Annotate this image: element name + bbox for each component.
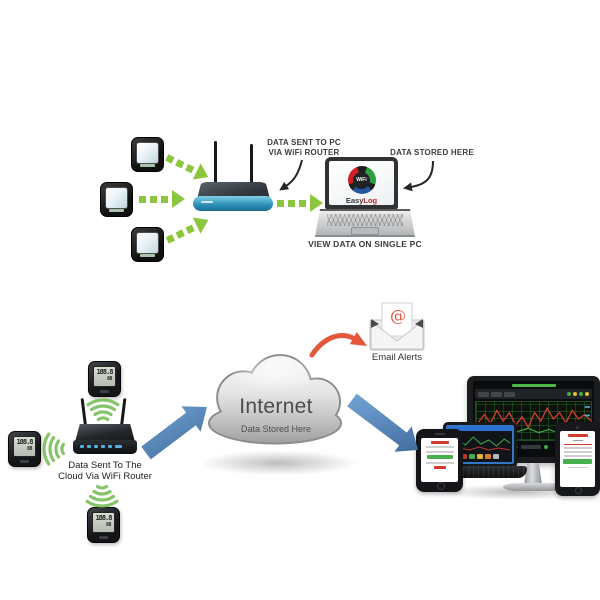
logger-button bbox=[20, 460, 29, 463]
laptop-keyboard bbox=[327, 214, 403, 226]
laptop-screen: WiFi EasyLog bbox=[329, 161, 394, 205]
router-antenna bbox=[250, 144, 253, 187]
easylog-wifi-logo-icon: WiFi bbox=[347, 166, 376, 194]
tablet-home-button bbox=[575, 487, 582, 494]
wifi-signal-icon bbox=[85, 484, 119, 508]
logger-button bbox=[99, 536, 108, 539]
sensor-label-strip bbox=[140, 164, 155, 167]
cloud-wifi-router bbox=[73, 396, 137, 457]
laptop-client-icons bbox=[451, 454, 509, 459]
sensor-screen bbox=[105, 187, 128, 209]
blue-arrow-cloud-to-devices bbox=[347, 393, 418, 452]
green-dashed-arrow bbox=[277, 194, 323, 212]
router-light bbox=[201, 201, 213, 203]
green-dashed-arrow bbox=[139, 190, 185, 208]
wifi-sensor-icon bbox=[100, 182, 133, 217]
easylog-brand: EasyLog bbox=[345, 196, 378, 205]
label-data-stored-here: DATA STORED HERE bbox=[390, 148, 474, 157]
arrowhead-icon bbox=[192, 211, 213, 234]
phone-speaker bbox=[434, 433, 445, 435]
dashboard-title bbox=[473, 381, 594, 389]
label-email-alerts: Email Alerts bbox=[371, 352, 423, 363]
logger-button bbox=[100, 390, 109, 393]
router-leds bbox=[80, 445, 122, 448]
arrowhead-icon bbox=[172, 190, 185, 208]
tablet bbox=[555, 422, 600, 496]
internet-cloud-icon bbox=[207, 354, 343, 445]
wifi-sensor-icon bbox=[131, 227, 164, 262]
cloud-subtitle: Data Stored Here bbox=[240, 424, 312, 434]
cloud-title: Internet bbox=[239, 395, 313, 418]
arrowhead-icon bbox=[310, 194, 323, 212]
sensor-label-strip bbox=[109, 209, 124, 212]
label-view-data-single-pc: VIEW DATA ON SINGLE PC bbox=[308, 239, 422, 249]
cloud-shadow bbox=[196, 450, 361, 476]
dashboard-toolbar bbox=[475, 389, 592, 399]
tablet-camera bbox=[576, 426, 579, 429]
router-antenna bbox=[120, 398, 127, 427]
phone-home-button bbox=[436, 481, 445, 490]
router-antenna bbox=[214, 141, 217, 187]
monitor-base bbox=[503, 483, 563, 491]
sensor-screen bbox=[136, 232, 159, 254]
wifi-router-base bbox=[193, 196, 273, 211]
laptop-touchpad bbox=[351, 227, 379, 235]
sensor-screen bbox=[136, 142, 159, 164]
arrowhead-icon bbox=[192, 163, 213, 186]
wifi-router bbox=[197, 182, 270, 199]
tablet-screen bbox=[560, 431, 595, 487]
logo-center-text: WiFi bbox=[353, 171, 370, 189]
at-symbol: @ bbox=[390, 306, 406, 325]
laptop-pc: WiFi EasyLog bbox=[325, 157, 398, 209]
sensor-label-strip bbox=[140, 254, 155, 257]
router-top-face bbox=[75, 424, 135, 442]
monitor-stand bbox=[524, 463, 542, 484]
smartphone bbox=[416, 429, 463, 492]
laptop-keyboard-base bbox=[315, 209, 415, 237]
router-front-panel bbox=[73, 440, 137, 454]
phone-screen bbox=[421, 438, 458, 482]
green-dashed-arrow bbox=[163, 211, 213, 248]
green-dashed-arrow bbox=[163, 149, 213, 186]
router-antenna bbox=[80, 398, 87, 427]
wifi-sensor-icon bbox=[131, 137, 164, 172]
email-envelope-icon bbox=[369, 302, 425, 351]
